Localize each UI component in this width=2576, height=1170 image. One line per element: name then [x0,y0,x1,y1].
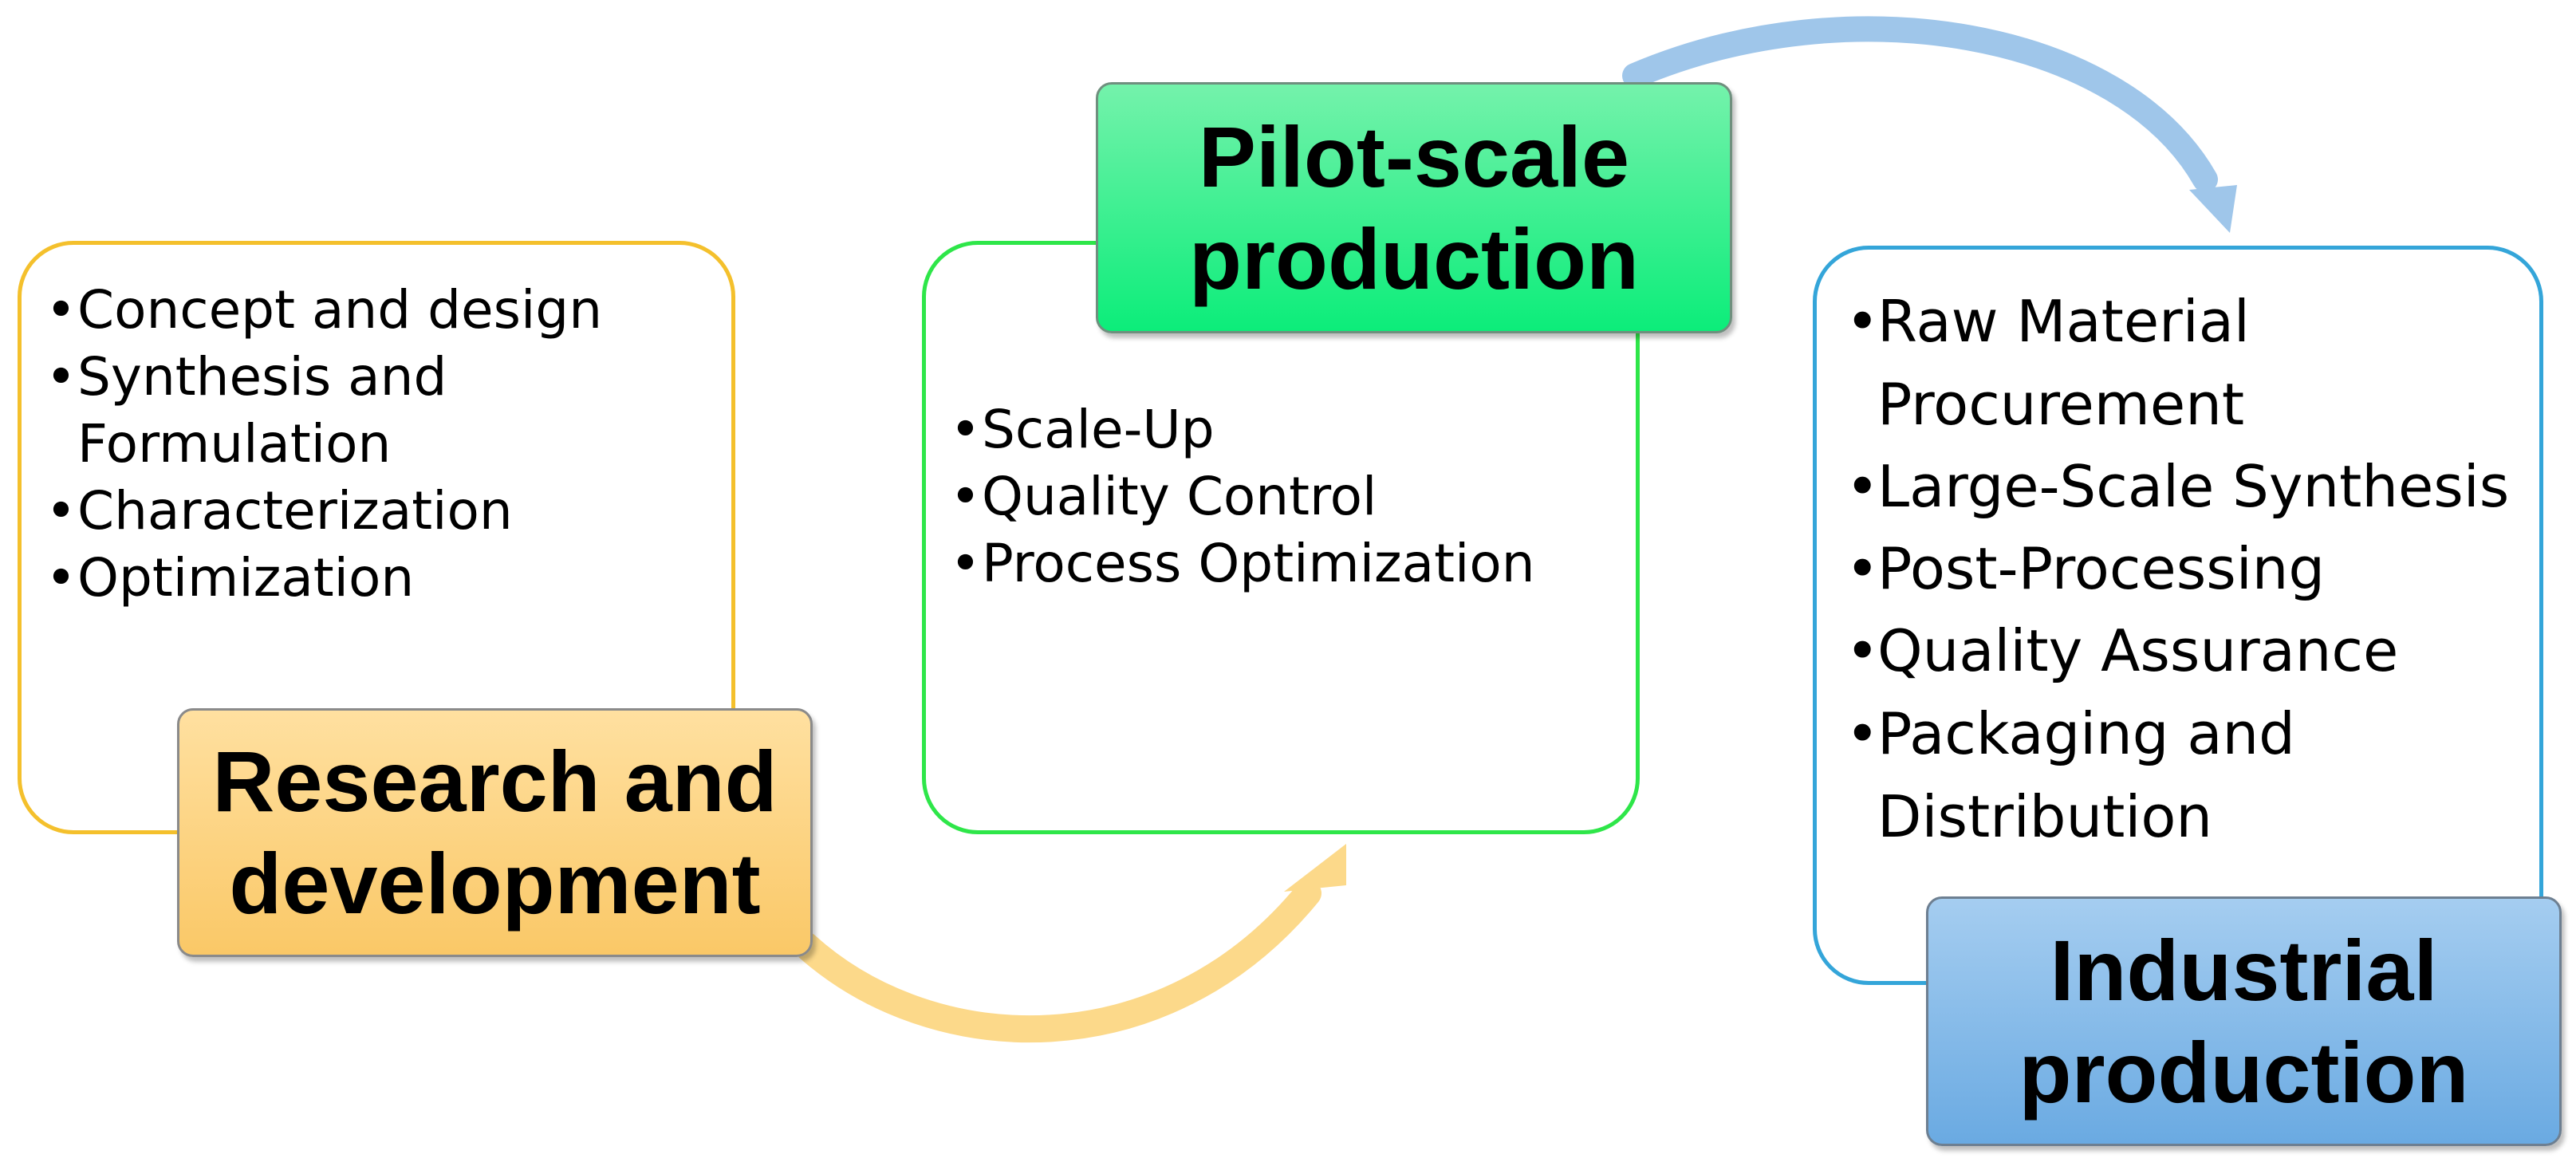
stage-panel-industrial: Raw Material Procurement Large-Scale Syn… [1813,246,2543,985]
list-item: Quality Assurance [1845,610,2531,692]
stage-title-line: Industrial [2050,921,2438,1018]
stage-pilot-items: Scale-Up Quality Control Process Optimiz… [950,396,1628,597]
stage-research-items: Concept and design Synthesis and Formula… [45,277,723,612]
stage-title-industrial: Industrial production [1926,896,2562,1146]
arrow-rd-to-pilot [792,880,1321,1043]
list-item: Packaging and Distribution [1845,692,2531,858]
list-item: Raw Material Procurement [1845,280,2531,446]
list-item: Quality Control [950,463,1628,530]
list-item: Concept and design [45,277,723,344]
stage-industrial-items: Raw Material Procurement Large-Scale Syn… [1845,280,2531,858]
list-item: Optimization [45,545,723,612]
stage-title-line: Pilot-scale [1198,108,1630,205]
list-item: Characterization [45,478,723,545]
stage-panel-pilot: Scale-Up Quality Control Process Optimiz… [922,241,1640,834]
stage-title-line: production [1189,210,1639,307]
stage-title-line: Research and [212,733,778,829]
list-item: Process Optimization [950,530,1628,597]
list-item: Post-Processing [1845,528,2531,610]
arrow-pilot-to-industrial [1622,16,2218,192]
list-item: Large-Scale Synthesis [1845,446,2531,528]
list-item: Scale-Up [950,396,1628,463]
stage-title-line: production [2019,1023,2469,1121]
stage-title-pilot: Pilot-scale production [1096,82,1732,333]
arrow-head-rd-to-pilot [1284,844,1346,892]
stage-title-line: development [229,835,761,932]
list-item: Synthesis and Formulation [45,344,723,478]
arrow-head-pilot-to-industrial [2189,185,2237,233]
stage-title-research: Research and development [177,708,813,957]
